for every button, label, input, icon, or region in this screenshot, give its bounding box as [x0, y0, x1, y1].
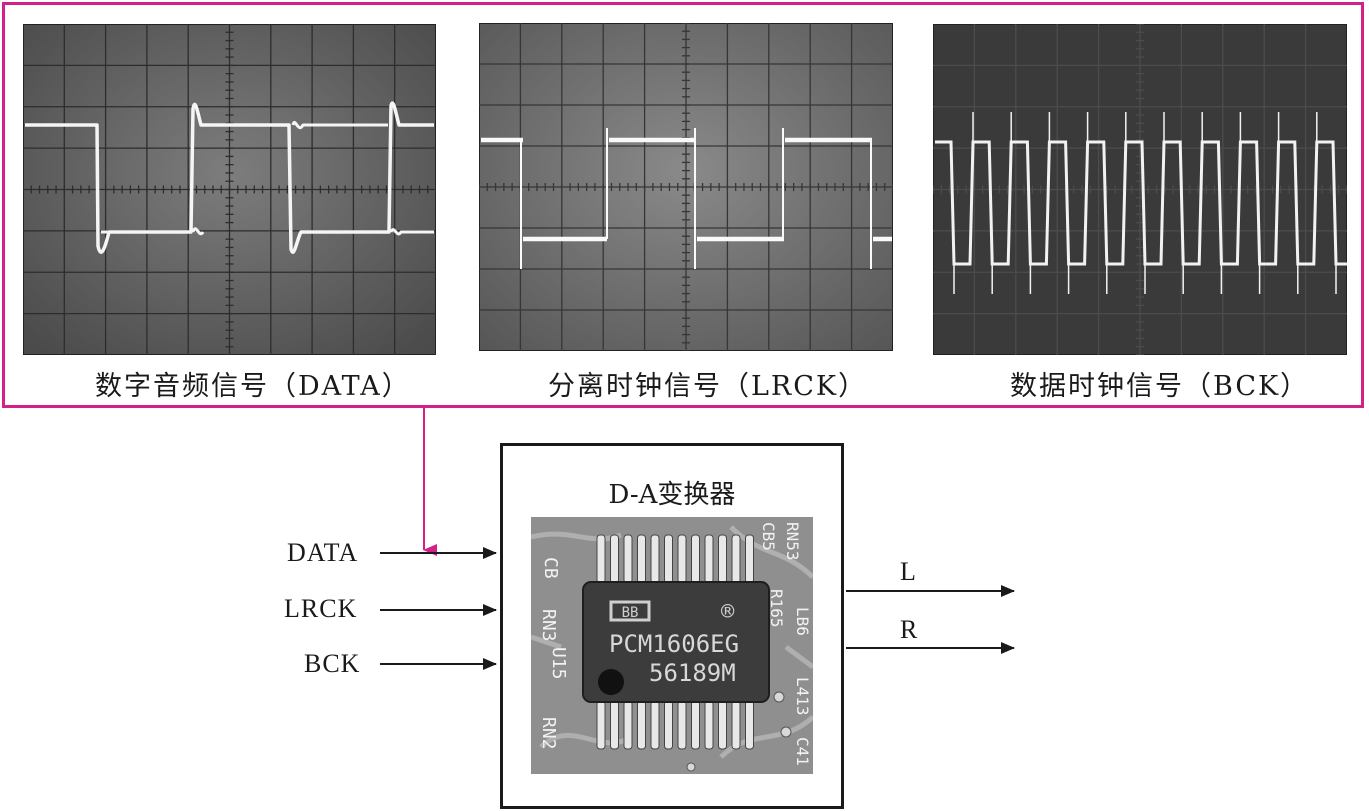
scope-bck: [933, 24, 1347, 355]
registered-mark: ®: [721, 600, 735, 625]
label-lrck: LRCK: [284, 594, 358, 623]
label-r: R: [900, 615, 919, 644]
svg-text:CB5: CB5: [759, 522, 778, 551]
scope-lrck: [479, 23, 893, 351]
caption-lrck: 分离时钟信号（LRCK）: [548, 371, 868, 402]
chip-photo: BB ® PCM1606EG 56189M CB RN3 U15 RN2 CB5…: [531, 517, 813, 774]
chip-marking-2: 56189M: [649, 659, 736, 687]
label-l: L: [900, 557, 917, 586]
chip-marking-1: PCM1606EG: [609, 630, 739, 658]
chip-logo: BB: [622, 605, 639, 621]
pin1-dot: [598, 669, 624, 695]
caption-data: 数字音频信号（DATA）: [95, 371, 411, 402]
svg-text:RN2: RN2: [538, 717, 559, 750]
svg-text:RN3: RN3: [538, 609, 559, 642]
label-data: DATA: [287, 538, 359, 567]
svg-text:C41: C41: [793, 737, 812, 766]
label-bck: BCK: [304, 649, 361, 678]
svg-text:LB6: LB6: [793, 607, 812, 636]
svg-text:U15: U15: [548, 647, 569, 680]
caption-bck: 数据时钟信号（BCK）: [1010, 371, 1310, 402]
svg-text:L413: L413: [793, 677, 812, 716]
svg-text:RN53: RN53: [783, 522, 802, 561]
dac-title: D-A变换器: [608, 480, 736, 510]
scope-data: [23, 24, 436, 355]
svg-text:CB: CB: [540, 557, 561, 579]
oscilloscope-panel: [2, 2, 1364, 408]
svg-text:R165: R165: [767, 589, 786, 628]
